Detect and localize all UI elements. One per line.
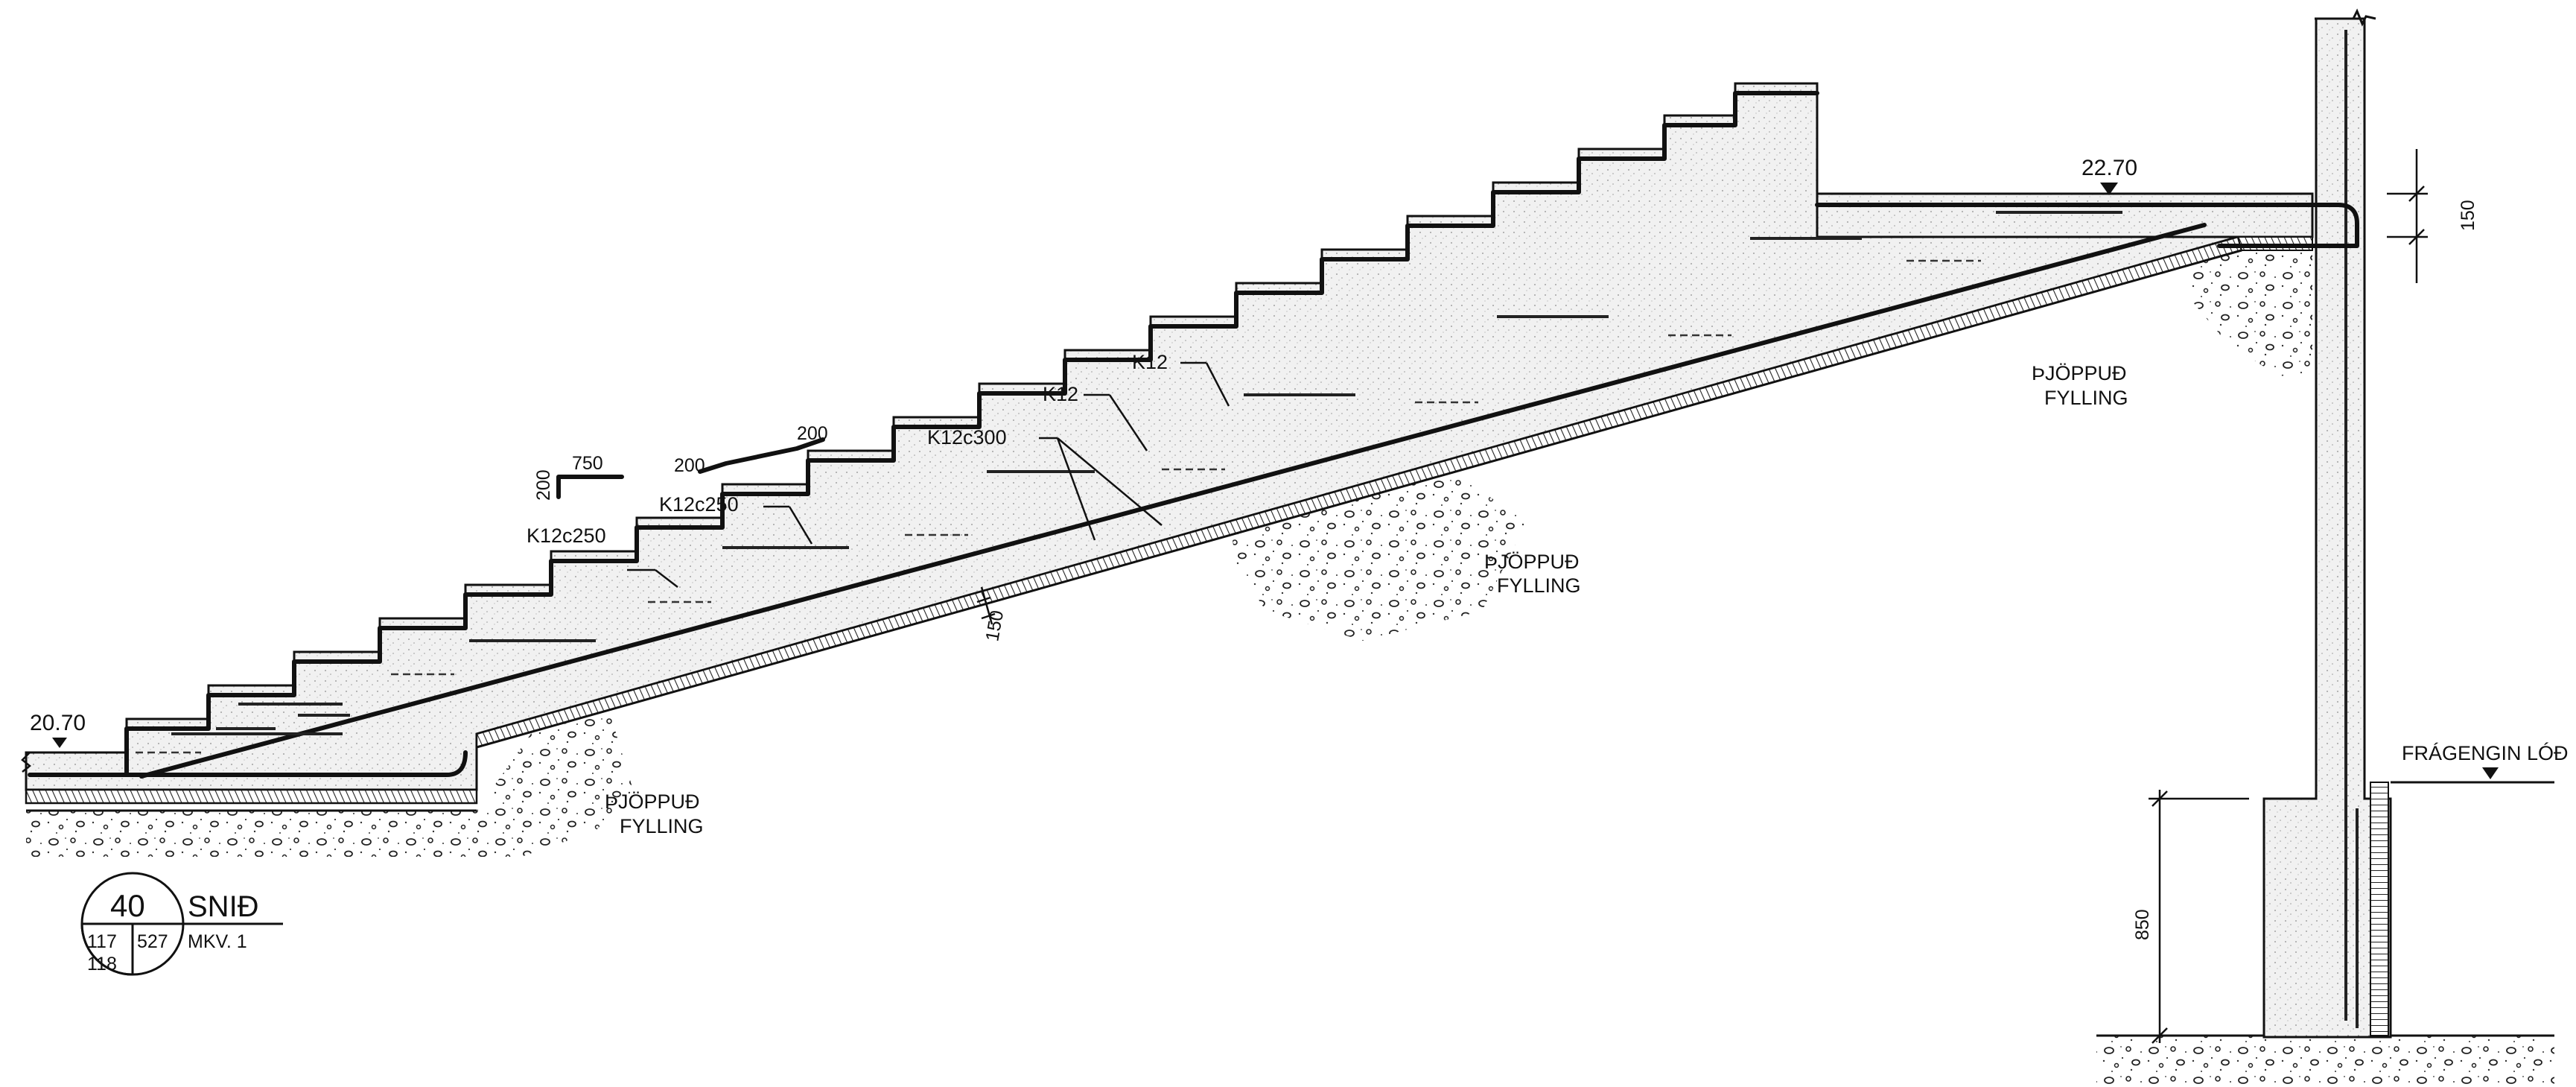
level-label-left: 20.70 bbox=[30, 711, 86, 735]
bend-label-a-1: 200 bbox=[533, 469, 554, 501]
bend-sketch-b bbox=[698, 437, 825, 474]
stair-concrete bbox=[25, 82, 2314, 791]
rebar-callouts bbox=[627, 361, 1230, 588]
section-ref-right: 527 bbox=[137, 931, 168, 952]
dimension-top bbox=[2387, 149, 2428, 283]
bend-label-b-2: 200 bbox=[797, 423, 828, 444]
compacted-fill bbox=[26, 227, 2554, 1084]
level-marker-top bbox=[2100, 183, 2118, 195]
level-label-top: 22.70 bbox=[2082, 156, 2137, 180]
section-scale: MKV. 1 bbox=[188, 931, 247, 952]
section-title-block bbox=[80, 872, 283, 976]
rebar-label-k12-b: K12 bbox=[1132, 351, 1168, 373]
retaining-wall bbox=[2262, 8, 2554, 1039]
bend-label-b-1: 200 bbox=[674, 455, 705, 476]
fill-label-right-1: ÞJÖPPUÐ bbox=[2032, 362, 2127, 384]
dimension-label-slab: 150 bbox=[982, 609, 1008, 643]
rebar-label-k12c250-b: K12c250 bbox=[659, 493, 739, 516]
bend-label-a-2: 750 bbox=[572, 453, 603, 474]
dimension-label-footing: 850 bbox=[2132, 909, 2153, 940]
rebar-label-k12c250-a: K12c250 bbox=[527, 525, 606, 547]
section-number: 40 bbox=[110, 888, 145, 923]
bend-sketch-a bbox=[556, 475, 624, 499]
section-ref-left-1: 117 bbox=[87, 931, 117, 952]
section-ref-left-2: 118 bbox=[87, 954, 117, 975]
section-title: SNIÐ bbox=[188, 890, 259, 923]
level-marker-ground bbox=[2482, 767, 2499, 779]
fill-label-mid-2: FYLLING bbox=[1497, 574, 1581, 597]
dimension-slab bbox=[976, 586, 996, 625]
dimension-footing bbox=[2149, 790, 2249, 1044]
rebar-label-k12-a: K12 bbox=[1043, 383, 1078, 405]
fill-label-mid-1: ÞJÖPPUÐ bbox=[1484, 551, 1580, 573]
dimension-label-top: 150 bbox=[2458, 200, 2478, 231]
level-marker-left bbox=[21, 738, 127, 773]
rebar bbox=[28, 91, 2359, 779]
rebar-label-k12c300: K12c300 bbox=[927, 426, 1007, 449]
ground-finished-label: FRÁGENGIN LÓÐ bbox=[2402, 741, 2569, 764]
fill-label-right-2: FYLLING bbox=[2044, 387, 2128, 409]
fill-label-left-2: FYLLING bbox=[620, 815, 704, 837]
fill-label-left-1: ÞJÖPPUÐ bbox=[605, 790, 700, 813]
